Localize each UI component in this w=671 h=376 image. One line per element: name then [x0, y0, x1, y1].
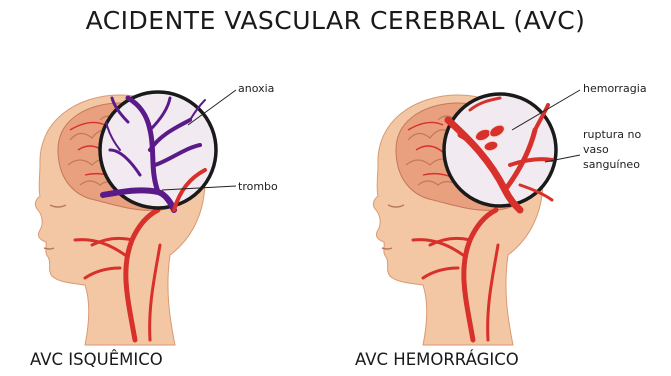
hemorragia-label: hemorragia: [583, 82, 647, 95]
head-left: [35, 90, 236, 345]
head-right: [373, 90, 580, 345]
trombo-label: trombo: [238, 180, 278, 193]
ischemic-caption: AVC ISQUÊMICO: [30, 350, 163, 369]
ruptura-label-line3: sanguíneo: [583, 158, 640, 171]
anoxia-label: anoxia: [238, 82, 274, 95]
zoom-lens-right: [444, 94, 556, 206]
hemorrhagic-caption: AVC HEMORRÁGICO: [355, 350, 519, 369]
ruptura-label-line1: ruptura no: [583, 128, 641, 141]
ruptura-label-line2: vaso: [583, 143, 609, 156]
